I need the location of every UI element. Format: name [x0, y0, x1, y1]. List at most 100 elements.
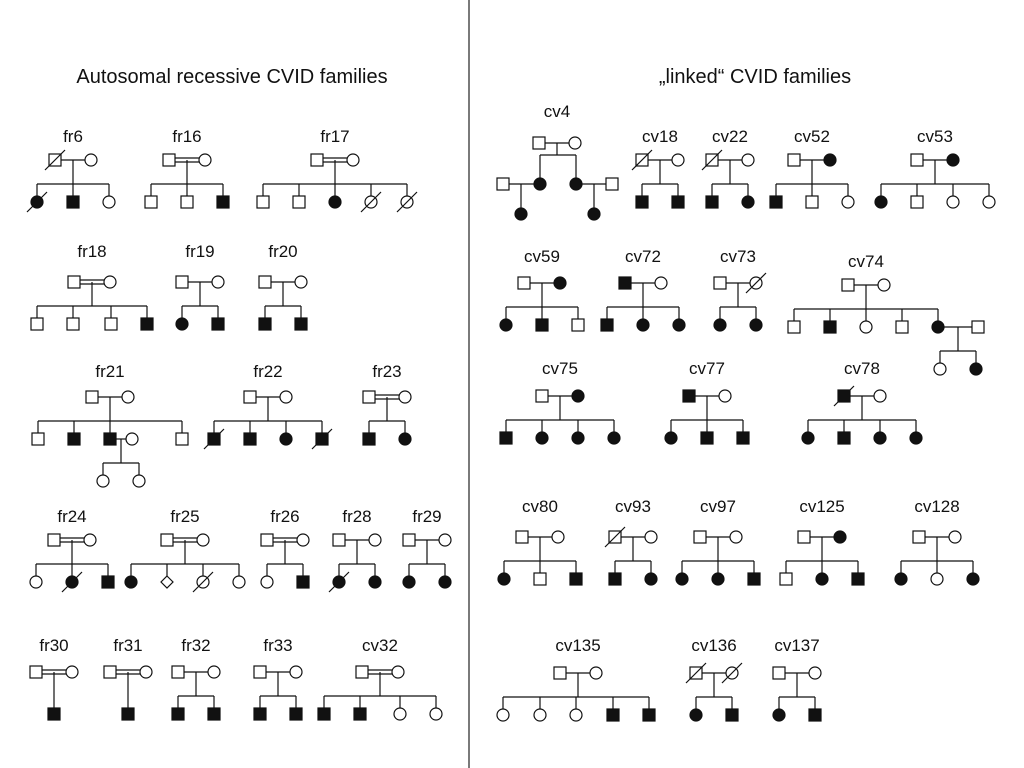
family-label: cv59 — [524, 247, 560, 266]
pedigree-cv77: cv77 — [664, 359, 750, 445]
child-symbol — [569, 177, 583, 191]
child-symbol — [636, 318, 650, 332]
father-symbol — [910, 153, 924, 167]
child-symbol — [216, 195, 230, 209]
pedigree-cv73: cv73 — [713, 247, 767, 332]
deceased-mark — [311, 428, 333, 450]
child-symbol — [535, 318, 549, 332]
mother-symbol — [296, 533, 310, 547]
father-symbol — [85, 390, 99, 404]
family-label: fr21 — [95, 362, 124, 381]
child-symbol — [499, 431, 513, 445]
child-symbol — [930, 572, 944, 586]
mother-symbol — [644, 530, 658, 544]
spouse-symbol — [971, 320, 985, 334]
child-symbol — [837, 431, 851, 445]
child-symbol — [292, 195, 306, 209]
child-symbol — [140, 317, 154, 331]
family-label: fr18 — [77, 242, 106, 261]
pedigree-cv22: cv22 — [701, 127, 755, 209]
child-symbol — [124, 575, 138, 589]
family-label: cv135 — [555, 636, 600, 655]
pedigree-cv75: cv75 — [499, 359, 621, 445]
pedigree-fr23: fr23 — [362, 362, 412, 446]
family-label: cv22 — [712, 127, 748, 146]
child-symbol — [725, 708, 739, 722]
child-symbol — [256, 195, 270, 209]
deceased-mark — [26, 191, 48, 213]
pedigree-fr21: fr21 — [31, 362, 189, 488]
child-symbol — [741, 195, 755, 209]
child-symbol — [175, 432, 189, 446]
deceased-mark — [631, 149, 653, 171]
mother-symbol — [198, 153, 212, 167]
child-symbol — [328, 195, 342, 209]
child-symbol — [103, 432, 117, 446]
family-label: cv72 — [625, 247, 661, 266]
deceased-mark — [833, 385, 855, 407]
pedigree-fr22: fr22 — [203, 362, 333, 450]
father-symbol — [772, 666, 786, 680]
child-symbol — [29, 575, 43, 589]
mother-symbol — [398, 390, 412, 404]
mother-symbol — [568, 136, 582, 150]
child-symbol — [496, 708, 510, 722]
child-symbol — [571, 318, 585, 332]
deceased-mark — [604, 526, 626, 548]
family-label: cv4 — [544, 102, 570, 121]
pedigree-fr32: fr32 — [171, 636, 221, 721]
mother-symbol — [671, 153, 685, 167]
family-label: fr19 — [185, 242, 214, 261]
grandchild-symbol — [933, 362, 947, 376]
child-symbol — [211, 317, 225, 331]
father-symbol — [253, 665, 267, 679]
pedigree-cv136: cv136 — [685, 636, 743, 722]
family-label: fr32 — [181, 636, 210, 655]
pedigree-fr18: fr18 — [30, 242, 154, 331]
father-symbol — [797, 530, 811, 544]
family-label: fr33 — [263, 636, 292, 655]
father-symbol — [103, 665, 117, 679]
pedigree-cv59: cv59 — [499, 247, 585, 332]
father-symbol — [175, 275, 189, 289]
father-symbol — [535, 389, 549, 403]
child-symbol — [429, 707, 443, 721]
child-symbol — [67, 432, 81, 446]
deceased-mark — [745, 272, 767, 294]
father-symbol — [160, 533, 174, 547]
mother-symbol — [729, 530, 743, 544]
family-label: fr23 — [372, 362, 401, 381]
pedigree-cv97: cv97 — [675, 497, 761, 586]
father-symbol — [787, 153, 801, 167]
father-symbol — [553, 666, 567, 680]
deceased-mark — [44, 149, 66, 171]
child-symbol — [438, 575, 452, 589]
grandchild-symbol — [587, 207, 601, 221]
pedigree-fr33: fr33 — [253, 636, 303, 721]
pedigree-cv18: cv18 — [631, 127, 685, 209]
child-symbol — [966, 572, 980, 586]
child-symbol — [700, 431, 714, 445]
child-symbol — [805, 195, 819, 209]
pedigree-fr24: fr24 — [29, 507, 115, 593]
pedigree-fr26: fr26 — [260, 507, 310, 589]
child-symbol — [368, 575, 382, 589]
mother-symbol — [654, 276, 668, 290]
pedigree-cv72: cv72 — [600, 247, 686, 332]
family-label: cv93 — [615, 497, 651, 516]
family-label: fr29 — [412, 507, 441, 526]
pedigree-fr29: fr29 — [402, 507, 452, 589]
child-symbol — [671, 195, 685, 209]
child-symbol — [104, 317, 118, 331]
mother-symbol — [368, 533, 382, 547]
mother-symbol — [279, 390, 293, 404]
child-symbol — [569, 708, 583, 722]
deceased-mark — [396, 191, 418, 213]
family-label: fr17 — [320, 127, 349, 146]
mother-symbol — [83, 533, 97, 547]
child-symbol — [279, 432, 293, 446]
child-symbol — [909, 431, 923, 445]
father-symbol — [310, 153, 324, 167]
child-symbol — [294, 317, 308, 331]
mother-symbol — [571, 389, 585, 403]
